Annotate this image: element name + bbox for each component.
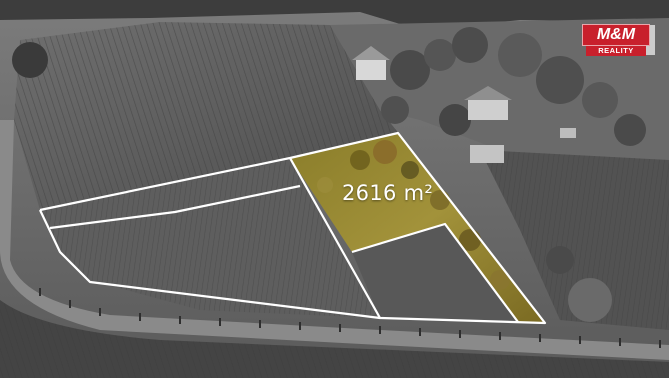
lower-plot <box>352 224 518 322</box>
logo-sub-text: REALITY <box>586 46 646 56</box>
field-upper-left-texture <box>14 22 400 210</box>
highlighted-plot <box>290 133 545 323</box>
field-right-texture <box>480 150 669 330</box>
tree-line-top <box>0 0 669 30</box>
agency-logo: M&M REALITY <box>582 24 650 58</box>
field-bottom-texture <box>0 300 669 378</box>
plot-area-label: 2616 m² <box>342 181 434 205</box>
plot-vegetation <box>317 140 510 290</box>
field-lower-left-texture <box>40 160 380 318</box>
plot-outlines <box>39 131 547 325</box>
fence-posts <box>39 288 661 348</box>
logo-main-text: M&M <box>582 24 650 46</box>
tree-clusters <box>12 27 646 322</box>
